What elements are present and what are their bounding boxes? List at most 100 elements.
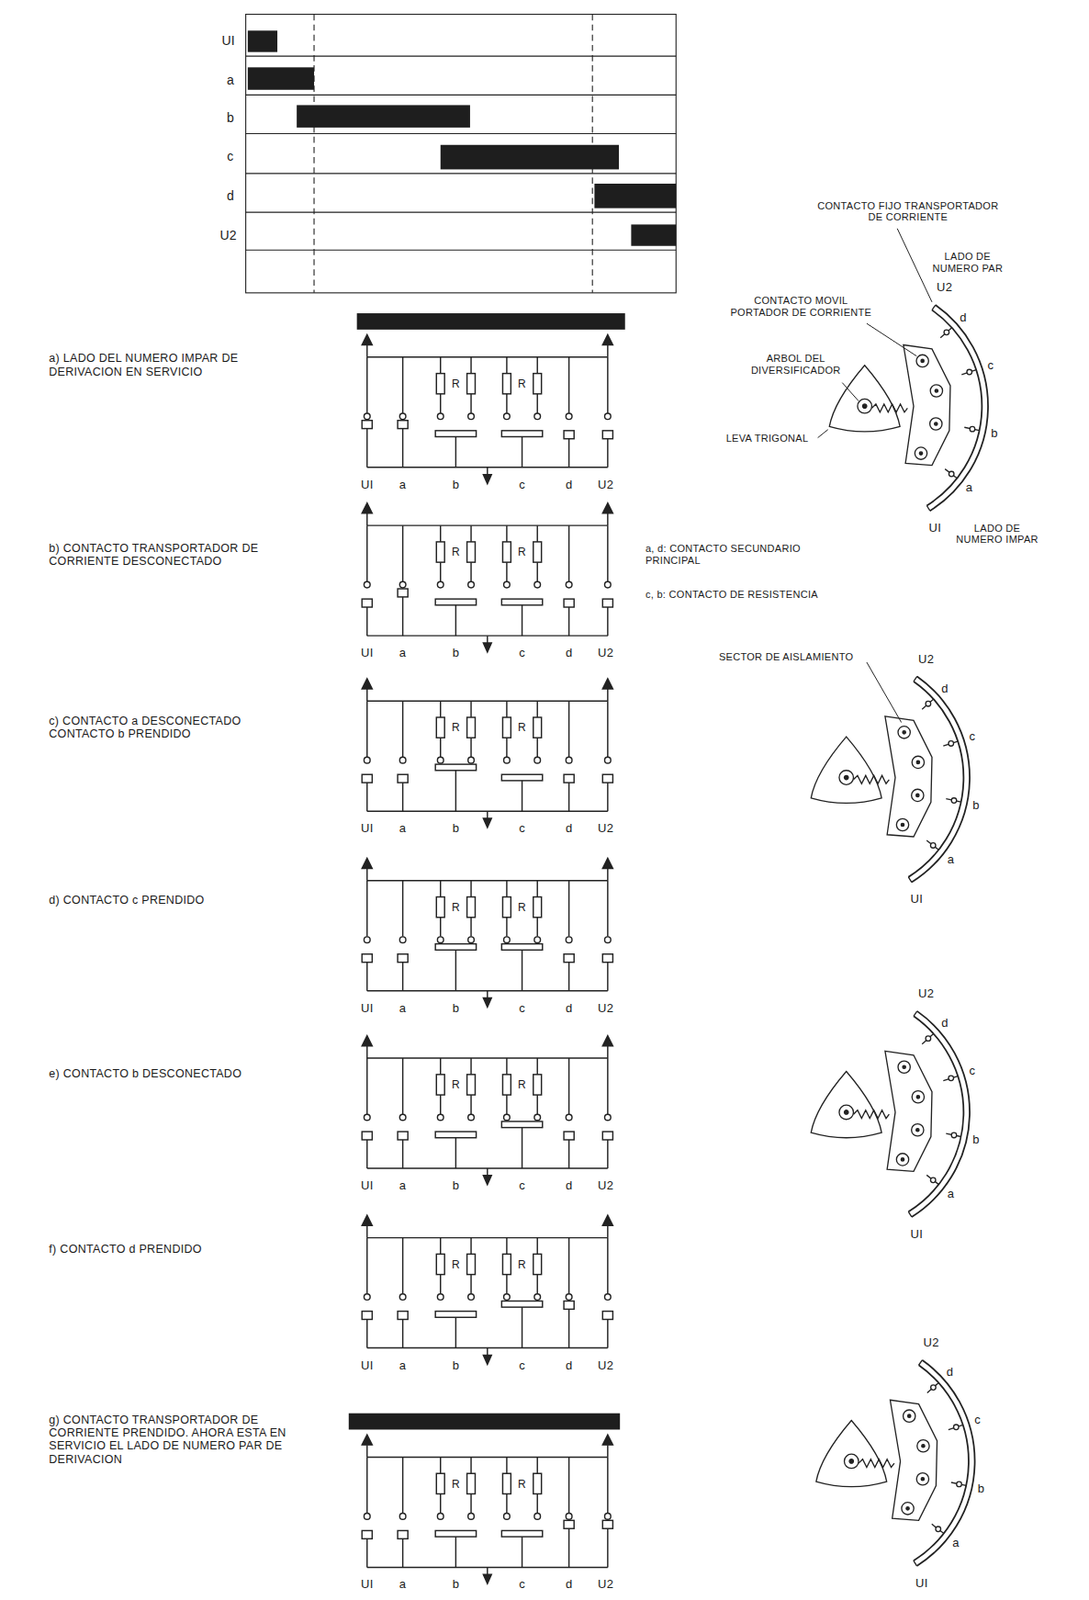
contact-label: a bbox=[947, 852, 955, 866]
resistor-label: R bbox=[451, 1478, 461, 1492]
contact-label: U2 bbox=[597, 1178, 614, 1192]
contact-label: UI bbox=[360, 821, 374, 836]
contact-label: U2 bbox=[918, 651, 934, 666]
contact-label: b bbox=[977, 1481, 986, 1495]
contact-label: b bbox=[452, 1178, 461, 1192]
contact-label: U2 bbox=[918, 987, 934, 1001]
part-label: CONTACTO MOVIL PORTADOR DE CORRIENTE bbox=[725, 294, 878, 318]
diverter-drawings bbox=[810, 304, 988, 1566]
contact-label: UI bbox=[915, 1575, 929, 1590]
part-label: LEVA TRIGONAL bbox=[726, 432, 809, 445]
contact-label: UI bbox=[928, 520, 942, 535]
step-caption: b) CONTACTO TRANSPORTADOR DE CORRIENTE D… bbox=[48, 541, 304, 569]
contact-label: c bbox=[518, 646, 526, 661]
resistor-label: R bbox=[517, 546, 527, 560]
contact-label: a bbox=[399, 477, 407, 492]
contact-label: c bbox=[969, 729, 977, 743]
side-label: LADO DE NUMERO PAR bbox=[928, 250, 1009, 274]
step-caption: g) CONTACTO TRANSPORTADOR DE CORRIENTE P… bbox=[48, 1413, 304, 1467]
contact-label: UI bbox=[360, 1000, 374, 1015]
contact-label: b bbox=[990, 426, 999, 441]
resistor-label: R bbox=[517, 721, 527, 735]
contact-label: U2 bbox=[597, 821, 614, 836]
resistor-label: R bbox=[517, 1478, 527, 1492]
contact-label: c bbox=[518, 1000, 526, 1015]
resistor-label: R bbox=[451, 378, 461, 392]
contact-label: b bbox=[972, 1133, 980, 1147]
step-caption: f) CONTACTO d PRENDIDO bbox=[48, 1242, 304, 1256]
contact-label: b bbox=[452, 1358, 461, 1372]
contact-label: UI bbox=[360, 1577, 374, 1592]
contact-label: a bbox=[399, 1358, 407, 1372]
part-label: SECTOR DE AISLAMIENTO bbox=[718, 651, 854, 663]
contact-label: b bbox=[452, 1577, 461, 1592]
contact-label: U2 bbox=[936, 280, 953, 295]
contact-label: UI bbox=[360, 646, 374, 661]
contact-label: c bbox=[518, 1178, 526, 1192]
contact-label: c bbox=[518, 821, 526, 836]
contact-label: U2 bbox=[597, 1358, 614, 1372]
contact-label: UI bbox=[909, 892, 923, 907]
resistor-label: R bbox=[451, 901, 461, 915]
side-label: LADO DE NUMERO IMPAR bbox=[953, 522, 1042, 546]
resistor-label: R bbox=[517, 1258, 527, 1272]
contact-label: d bbox=[565, 477, 573, 492]
contact-label: UI bbox=[360, 477, 374, 492]
contact-label: a bbox=[399, 1577, 407, 1592]
resistor-label: R bbox=[451, 1258, 461, 1272]
contact-label: U2 bbox=[597, 646, 614, 661]
resistor-label: R bbox=[451, 546, 461, 560]
resistor-label: R bbox=[451, 1078, 461, 1092]
contact-label: d bbox=[941, 1016, 949, 1031]
timing-row-label: b bbox=[226, 110, 235, 125]
contact-label: c bbox=[974, 1413, 981, 1427]
contact-label: c bbox=[518, 1358, 526, 1372]
contact-label: d bbox=[565, 821, 573, 836]
contact-label: a bbox=[399, 1000, 407, 1015]
key-note: c, b: CONTACTO DE RESISTENCIA bbox=[645, 588, 819, 601]
step-caption: c) CONTACTO a DESCONECTADO CONTACTO b PR… bbox=[48, 714, 304, 741]
contact-label: a bbox=[399, 646, 407, 661]
contact-label: d bbox=[959, 310, 967, 325]
contact-label: d bbox=[565, 1358, 573, 1372]
contact-label: d bbox=[941, 681, 949, 696]
key-note: a, d: CONTACTO SECUNDARIO PRINCIPAL bbox=[645, 542, 830, 566]
contact-label: c bbox=[518, 1577, 526, 1592]
step-caption: d) CONTACTO c PRENDIDO bbox=[48, 893, 304, 907]
contact-label: c bbox=[969, 1064, 977, 1078]
step-caption: e) CONTACTO b DESCONECTADO bbox=[48, 1066, 304, 1080]
timing-row-label: c bbox=[226, 148, 234, 164]
contact-label: UI bbox=[909, 1226, 923, 1241]
contact-label: c bbox=[518, 477, 526, 492]
timing-chart bbox=[246, 14, 677, 293]
timing-row-label: U2 bbox=[219, 226, 237, 242]
contact-label: d bbox=[565, 1577, 573, 1592]
contact-label: b bbox=[972, 797, 980, 812]
resistor-label: R bbox=[451, 721, 461, 735]
contact-label: a bbox=[952, 1535, 960, 1550]
timing-row-label: a bbox=[226, 72, 235, 88]
contact-label: a bbox=[399, 821, 407, 836]
resistor-label: R bbox=[517, 378, 527, 392]
contact-label: a bbox=[947, 1186, 955, 1201]
contact-label: a bbox=[965, 481, 974, 495]
contact-label: b bbox=[452, 477, 461, 492]
contact-label: U2 bbox=[597, 477, 614, 492]
part-label: CONTACTO FIJO TRANSPORTADOR DE CORRIENTE bbox=[810, 200, 1006, 224]
contact-label: c bbox=[987, 358, 995, 372]
resistor-label: R bbox=[517, 1078, 527, 1092]
switching-schematics bbox=[348, 313, 626, 1583]
contact-label: d bbox=[565, 1000, 573, 1015]
part-label: ARBOL DEL DIVERSIFICADOR bbox=[745, 352, 847, 376]
contact-label: d bbox=[946, 1365, 955, 1380]
contact-label: b bbox=[452, 646, 461, 661]
contact-label: U2 bbox=[923, 1335, 940, 1350]
contact-label: a bbox=[399, 1178, 407, 1192]
contact-label: U2 bbox=[597, 1577, 614, 1592]
resistor-label: R bbox=[517, 901, 527, 915]
step-caption: a) LADO DEL NUMERO IMPAR DE DERIVACION E… bbox=[48, 351, 304, 379]
contact-label: d bbox=[565, 1178, 573, 1192]
contact-label: UI bbox=[360, 1358, 374, 1372]
